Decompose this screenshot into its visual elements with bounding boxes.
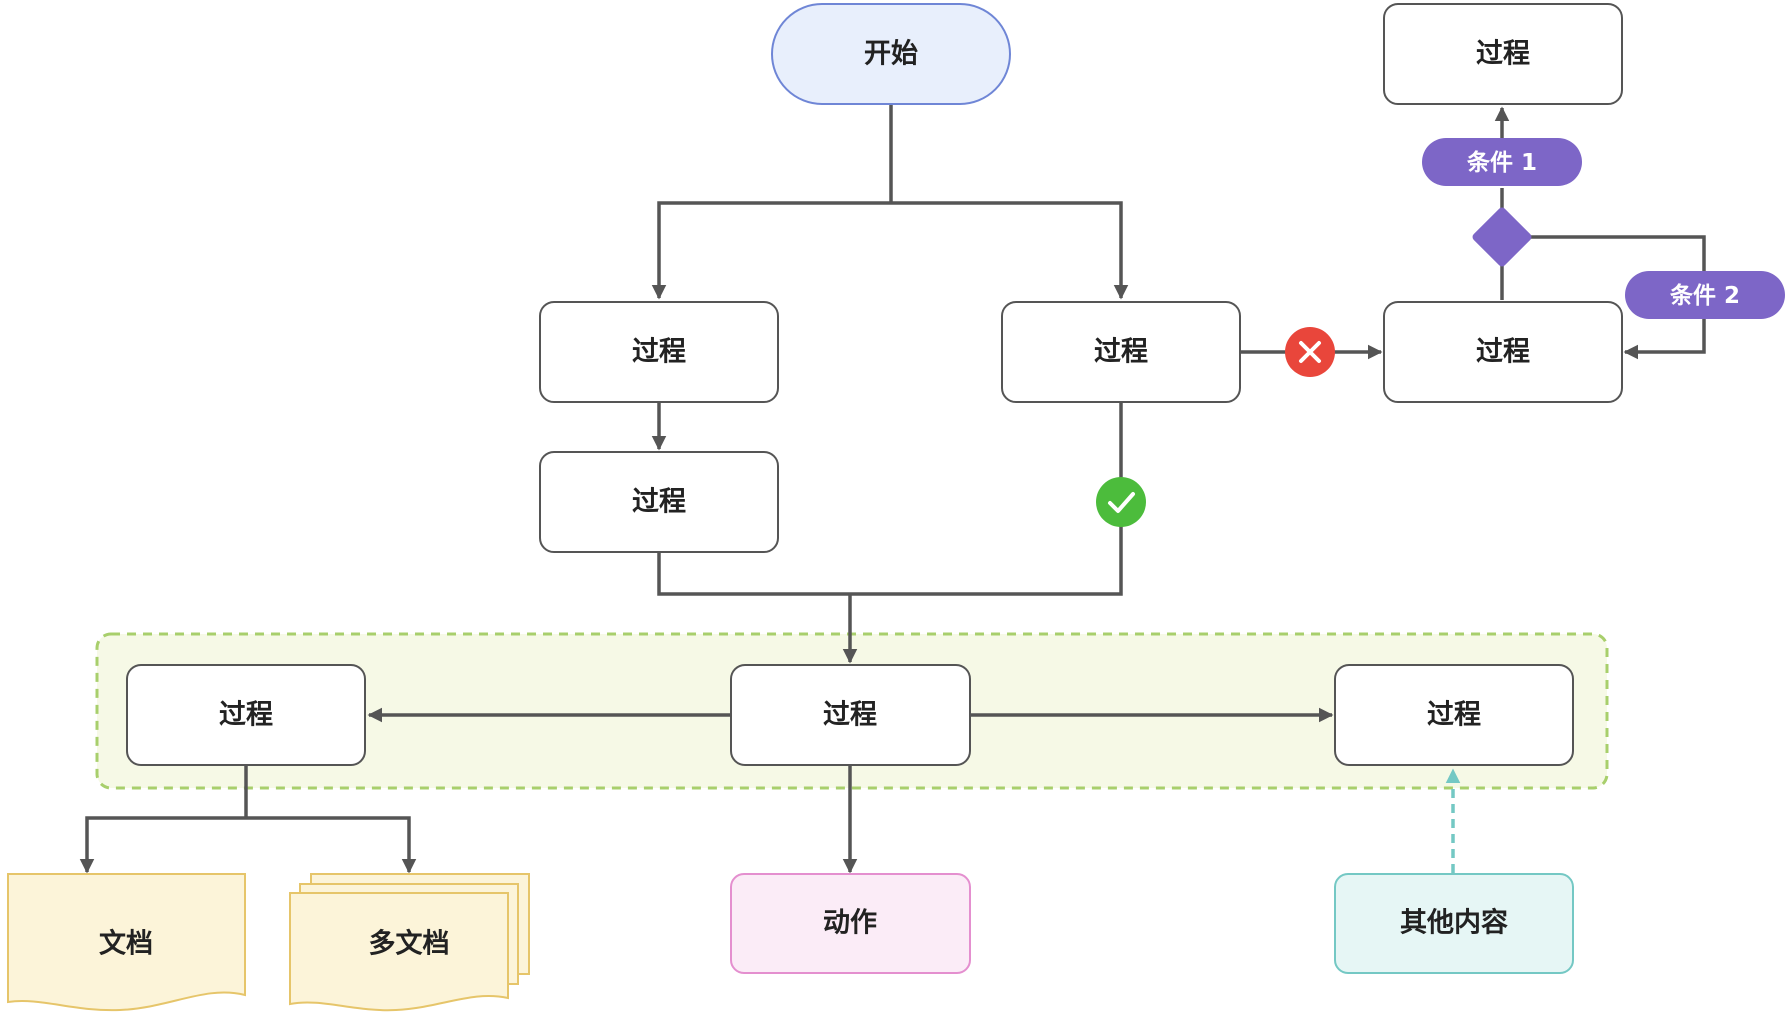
edge-cond2-right — [1623, 318, 1706, 360]
edge-split-right — [891, 201, 1129, 300]
multi-document-node-label: 多文档 — [369, 928, 450, 960]
other-content-node[interactable]: 其他内容 — [1334, 873, 1574, 974]
action-node-label: 动作 — [823, 908, 877, 939]
other-content-node-label: 其他内容 — [1400, 907, 1508, 939]
diamond-icon[interactable] — [1471, 206, 1533, 268]
process-node-label: 过程 — [632, 337, 686, 368]
process-node-label: 过程 — [823, 700, 877, 731]
start-node-label: 开始 — [864, 38, 918, 70]
process-node-left-2[interactable]: 过程 — [539, 451, 779, 553]
edge-left2-merge — [657, 552, 850, 596]
process-node-label: 过程 — [1476, 337, 1530, 368]
process-node-label: 过程 — [1427, 700, 1481, 731]
process-node-label: 过程 — [632, 487, 686, 518]
document-node-label: 文档 — [99, 928, 153, 960]
condition-2-pill[interactable]: 条件 2 — [1625, 271, 1785, 319]
condition-1-label: 条件 1 — [1467, 149, 1537, 176]
condition-2-label: 条件 2 — [1670, 282, 1740, 309]
process-node-label: 过程 — [219, 700, 273, 731]
connectors — [79, 104, 1706, 874]
edge-split-left — [651, 201, 891, 300]
process-node-label: 过程 — [1094, 337, 1148, 368]
condition-1-pill[interactable]: 条件 1 — [1422, 138, 1582, 186]
start-node[interactable]: 开始 — [771, 3, 1011, 105]
document-node[interactable]: 文档 — [7, 873, 246, 1012]
edge-split-multidoc — [246, 816, 417, 874]
process-node-left-1[interactable]: 过程 — [539, 301, 779, 403]
action-node[interactable]: 动作 — [730, 873, 971, 974]
process-node-bottom-center[interactable]: 过程 — [730, 664, 971, 766]
process-node-center-right[interactable]: 过程 — [1001, 301, 1241, 403]
edge-centerright-merge — [850, 402, 1123, 596]
edge-decision-cond2 — [1531, 235, 1706, 272]
multi-document-node[interactable]: 多文档 — [289, 873, 530, 1012]
process-node-top-right[interactable]: 过程 — [1383, 3, 1623, 105]
edge-split-document — [79, 816, 246, 874]
check-circle-icon — [1096, 477, 1146, 527]
process-node-bottom-right[interactable]: 过程 — [1334, 664, 1574, 766]
process-node-bottom-left[interactable]: 过程 — [126, 664, 366, 766]
x-circle-icon — [1285, 327, 1335, 377]
process-node-label: 过程 — [1476, 39, 1530, 70]
process-node-right[interactable]: 过程 — [1383, 301, 1623, 403]
